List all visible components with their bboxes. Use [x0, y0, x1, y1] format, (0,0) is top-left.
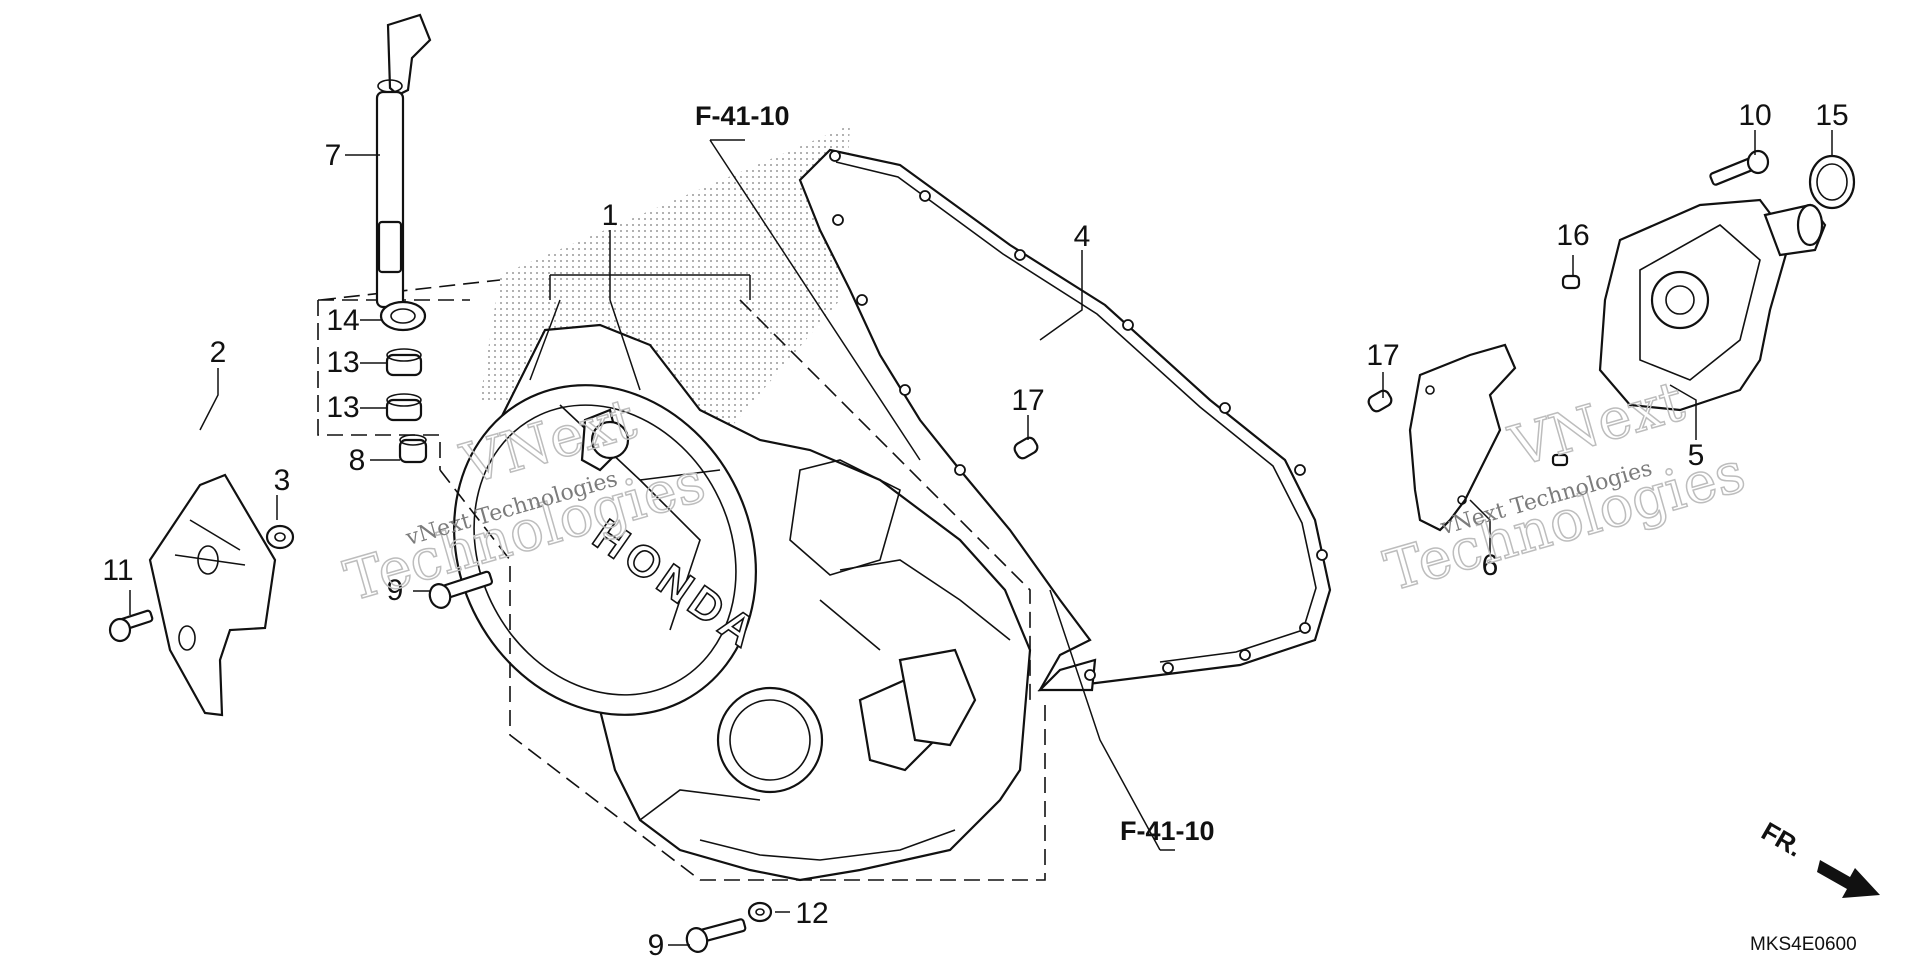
bolt-11: [108, 609, 154, 643]
washer-12: [747, 901, 773, 923]
front-direction-arrow: FR.: [1756, 816, 1880, 898]
clutch-cover: HONDA: [453, 323, 1032, 882]
front-arrow-label: FR.: [1756, 816, 1807, 863]
dowel-pin-17-center: [1013, 436, 1039, 460]
small-pin-center: [1551, 453, 1569, 467]
callout-12: 12: [795, 897, 828, 930]
callout-9-lower: 9: [648, 929, 665, 960]
callout-11: 11: [102, 554, 133, 587]
callout-7: 7: [325, 139, 342, 172]
dowel-pin-16: [1561, 274, 1581, 290]
bolt-9-upper: [428, 570, 494, 609]
callout-10: 10: [1738, 99, 1771, 132]
callout-4: 4: [1074, 220, 1091, 253]
reference-label-top: F-41-10: [695, 101, 790, 131]
callout-16: 16: [1556, 219, 1589, 252]
pump-gasket-6: [1408, 343, 1517, 532]
shift-shaft: [375, 13, 432, 309]
callout-6: 6: [1482, 549, 1499, 582]
callout-17-center: 17: [1011, 384, 1044, 417]
callout-3: 3: [274, 464, 291, 497]
drawing-code: MKS4E0600: [1750, 934, 1857, 955]
callout-15: 15: [1815, 99, 1848, 132]
bracket-2: [148, 473, 277, 717]
o-ring-15: [1808, 154, 1856, 210]
callout-13-lower: 13: [326, 391, 359, 424]
reference-label-bottom: F-41-10: [1120, 816, 1215, 846]
callout-5: 5: [1688, 439, 1705, 472]
callout-1: 1: [602, 199, 619, 232]
callout-9-upper: 9: [387, 574, 404, 607]
callout-2: 2: [210, 336, 227, 369]
bolt-9-lower: [685, 918, 747, 953]
nut-3: [265, 524, 295, 550]
front-arrow-icon: [1817, 860, 1880, 898]
leader-lines: [129, 130, 1833, 946]
callout-17-right: 17: [1366, 339, 1399, 372]
callout-8: 8: [349, 444, 366, 477]
bolt-10: [1709, 149, 1770, 186]
callout-14: 14: [326, 304, 359, 337]
bearing-stack: [379, 300, 428, 464]
callout-13-upper: 13: [326, 346, 359, 379]
dowel-pin-17-right: [1367, 389, 1393, 413]
water-pump-cover-5: [1598, 198, 1827, 412]
